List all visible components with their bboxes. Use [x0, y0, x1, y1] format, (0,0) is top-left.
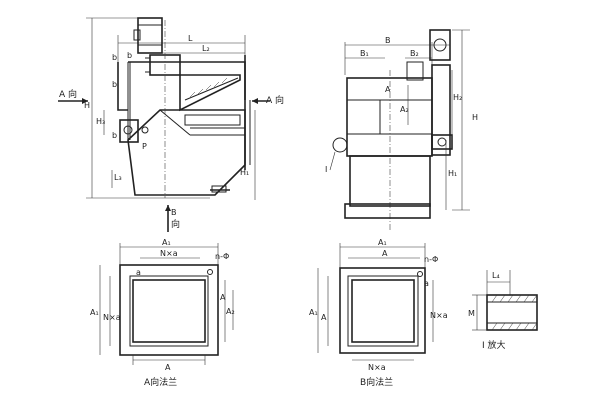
side-label-A: A — [385, 85, 391, 94]
flange-a-A2-side: A₂ — [226, 307, 235, 316]
flange-b-view: A₁ A n-Φ a A₁ A N×a N×a B向法兰 — [309, 238, 448, 388]
flange-a-n-phi: n-Φ — [215, 252, 229, 261]
flange-a-inner — [132, 279, 206, 343]
side-label-H: H — [472, 113, 478, 122]
side-label-detail-I: I — [325, 165, 327, 174]
front-label-L3: L₃ — [114, 173, 122, 182]
front-label-H: H — [84, 101, 90, 110]
flange-a-Nxa-side: N×a — [103, 313, 121, 322]
flange-b-n-phi: n-Φ — [424, 255, 438, 264]
flange-a-caption: A向法兰 — [144, 376, 177, 388]
detail-I-caption: I 放大 — [482, 339, 506, 351]
front-view: L L₂ b b b b H H₃ H₁ L₃ P A 向 A 向 B 向 — [58, 17, 284, 232]
detail-I-view: L₄ M I 放大 — [468, 270, 538, 351]
arrow-a-left-label: A 向 — [59, 88, 77, 100]
side-view: B B₁ B₂ A A₂ H₂ H H₁ I — [325, 29, 478, 230]
flange-a-bolt-hole — [207, 269, 213, 275]
side-motor — [429, 29, 451, 61]
flange-b-outer — [339, 267, 426, 354]
side-label-A2: A₂ — [400, 105, 409, 114]
motor-body — [137, 17, 163, 54]
arrow-b-word: 向 — [171, 218, 180, 230]
side-label-B: B — [385, 36, 391, 45]
front-label-b-top-left: b — [112, 53, 117, 62]
flange-b-a: a — [424, 279, 429, 288]
flange-b-A-side: A — [321, 313, 327, 322]
flange-a-A-side: A — [220, 293, 226, 302]
flange-a-a: a — [136, 268, 141, 277]
detail-I-M: M — [468, 309, 475, 318]
flange-b-A1: A₁ — [378, 238, 387, 247]
side-label-B1: B₁ — [360, 49, 369, 58]
flange-a-NxA: N×a — [160, 249, 178, 258]
front-label-b-top-right: b — [127, 51, 132, 60]
front-label-b-upper: b — [112, 80, 117, 89]
detail-I-marker — [332, 137, 348, 153]
flange-b-A1-side: A₁ — [309, 308, 318, 317]
front-label-P: P — [142, 142, 147, 151]
hopper — [127, 109, 246, 196]
side-label-H1: H₁ — [448, 169, 457, 178]
flange-a-A1-side: A₁ — [90, 308, 99, 317]
front-label-L: L — [188, 34, 193, 43]
front-label-L2: L₂ — [202, 44, 210, 53]
side-label-H2: H₂ — [453, 93, 462, 102]
detail-I-hatch — [491, 294, 538, 331]
flange-b-Nxa-side: N×a — [430, 311, 448, 320]
flange-a-outer — [119, 264, 219, 356]
front-label-H1: H₁ — [240, 168, 249, 177]
arrow-a-right-label: A 向 — [266, 94, 284, 106]
detail-I-L4: L₄ — [492, 271, 500, 280]
flange-b-inner — [351, 279, 415, 343]
flange-a-A1: A₁ — [162, 238, 171, 247]
front-label-H3: H₃ — [96, 117, 105, 126]
flange-a-A-bottom: A — [165, 363, 171, 372]
flange-b-bolt-hole — [417, 271, 423, 277]
flange-b-caption: B向法兰 — [360, 376, 393, 388]
arrow-b-letter: B — [171, 208, 177, 217]
flange-a-view: A₁ N×a n-Φ a A₁ N×a A A₂ A A向法兰 — [90, 238, 235, 388]
flange-b-Nxa-bottom: N×a — [368, 363, 386, 372]
front-label-b-mid: b — [112, 131, 117, 140]
flange-b-A: A — [382, 249, 388, 258]
side-label-B2: B₂ — [410, 49, 419, 58]
